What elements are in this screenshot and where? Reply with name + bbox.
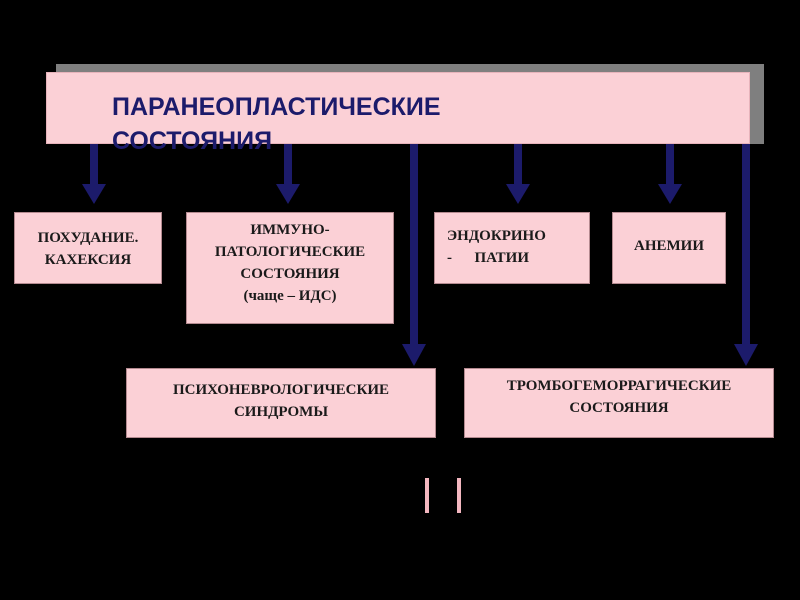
box-immuno-line4: (чаще – ИДС) — [243, 288, 337, 304]
box-weight-loss: ПОХУДАНИЕ. КАХЕКСИЯ — [14, 212, 162, 284]
box-psycho-line1: ПСИХОНЕВРОЛОГИЧЕСКИЕ — [172, 382, 390, 398]
header-box — [46, 72, 750, 144]
decorative-bar-right — [457, 478, 461, 513]
arrow-shaft-psycho — [410, 144, 418, 344]
arrow-shaft-weight-loss — [90, 144, 98, 184]
box-anemia-line1: АНЕМИИ — [634, 238, 704, 254]
box-thrombo-line1: ТРОМБОГЕМОРРАГИЧЕСКИЕ — [506, 378, 732, 394]
arrow-head-psycho — [402, 344, 426, 366]
arrow-shaft-immuno — [284, 144, 292, 184]
arrow-head-immuno — [276, 184, 300, 204]
decorative-bar-left — [425, 478, 429, 513]
arrow-shaft-thrombo — [742, 144, 750, 344]
box-psycho-line2: СИНДРОМЫ — [233, 404, 329, 420]
page-title: ПАРАНЕОПЛАСТИЧЕСКИЕ СОСТОЯНИЯ — [112, 93, 441, 155]
box-endocrino-line2: - ПАТИИ — [447, 250, 530, 266]
box-thrombo: ТРОМБОГЕМОРРАГИЧЕСКИЕ СОСТОЯНИЯ — [464, 368, 774, 438]
arrow-head-endocrino — [506, 184, 530, 204]
arrow-head-anemia — [658, 184, 682, 204]
box-weight-loss-line2: КАХЕКСИЯ — [44, 252, 132, 268]
box-weight-loss-line1: ПОХУДАНИЕ. — [37, 230, 139, 246]
box-immuno-line2: ПАТОЛОГИЧЕСКИЕ — [214, 244, 366, 260]
box-endocrino-line1: ЭНДОКРИНО — [447, 228, 546, 244]
box-psycho: ПСИХОНЕВРОЛОГИЧЕСКИЕ СИНДРОМЫ — [126, 368, 436, 438]
box-immuno: ИММУНО- ПАТОЛОГИЧЕСКИЕ СОСТОЯНИЯ (чаще –… — [186, 212, 394, 324]
box-anemia: АНЕМИИ — [612, 212, 726, 284]
box-endocrino: ЭНДОКРИНО - ПАТИИ — [434, 212, 590, 284]
box-thrombo-line2: СОСТОЯНИЯ — [569, 400, 669, 416]
box-immuno-line3: СОСТОЯНИЯ — [240, 266, 340, 282]
arrow-shaft-anemia — [666, 144, 674, 184]
arrow-head-thrombo — [734, 344, 758, 366]
arrow-head-weight-loss — [82, 184, 106, 204]
box-immuno-line1: ИММУНО- — [250, 222, 330, 238]
arrow-shaft-endocrino — [514, 144, 522, 184]
